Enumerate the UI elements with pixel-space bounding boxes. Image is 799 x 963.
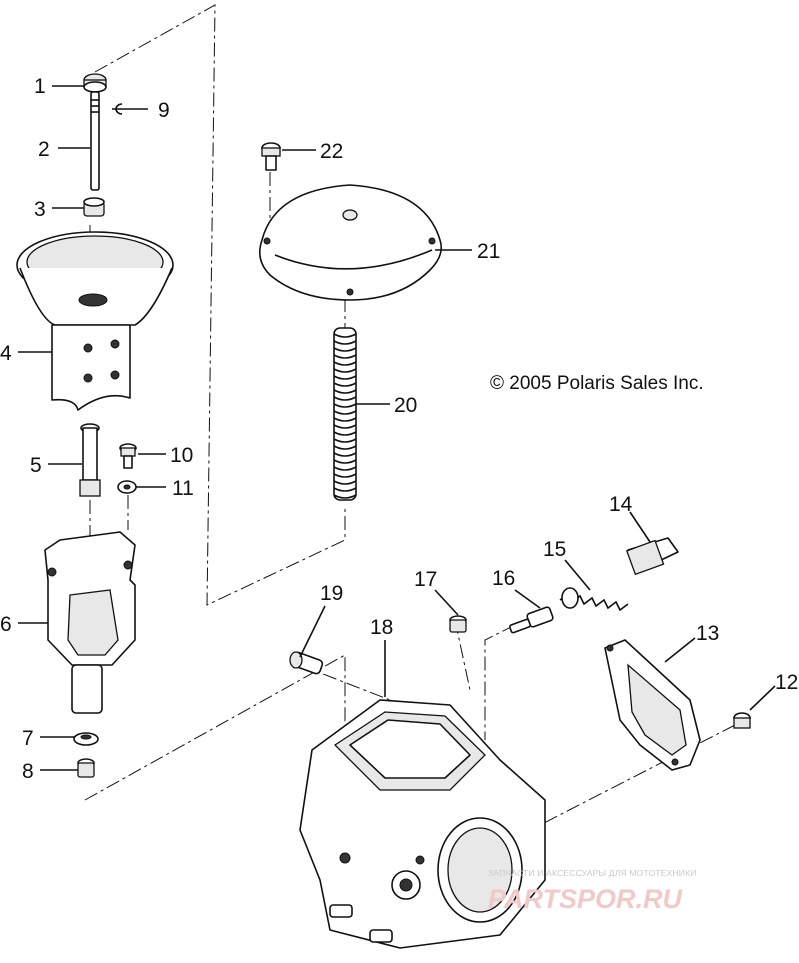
spring-coil [333,375,357,380]
spring-coil [333,354,357,359]
spring-coil [333,361,357,366]
part-7-oring [73,732,99,746]
callout-16: 16 [492,567,515,590]
spring-coil [333,494,357,499]
callout-13: 13 [696,622,719,645]
watermark: ЗАПЧАСТИ И АКСЕССУАРЫ ДЛЯ МОТОТЕХНИКИ PA… [488,868,697,914]
callout-22: 22 [320,140,343,163]
part-20-spring [333,327,357,501]
callout-3: 3 [34,198,46,221]
part-18-carb-body [299,699,546,949]
spring-coil [333,396,357,401]
watermark-tagline: ЗАПЧАСТИ И АКСЕССУАРЫ ДЛЯ МОТОТЕХНИКИ [488,868,697,878]
callout-7: 7 [22,727,34,750]
callout-2: 2 [38,138,50,161]
part-19-pilot-screw [289,651,324,675]
part-15-spring [559,587,629,612]
spring-coil [333,340,357,345]
watermark-brand: PARTSPOR.RU [488,884,684,914]
spring-coil [333,466,357,471]
callout-9: 9 [158,99,170,122]
spring-coil [333,424,357,429]
spring-coil [333,431,357,436]
callout-19: 19 [320,582,343,605]
callout-1: 1 [34,75,46,98]
callout-5: 5 [30,454,42,477]
spring-coil [333,445,357,450]
part-5-holder [79,423,101,497]
callout-11: 11 [172,477,194,500]
spring-coil [333,382,357,387]
callout-labels: 1 2 3 4 5 6 7 8 9 10 11 12 13 14 15 16 1… [0,75,798,783]
callout-12: 12 [775,671,798,694]
part-6-bracket [44,531,136,714]
part-4-diaphragm-slide [16,231,174,411]
copyright-notice: © 2005 Polaris Sales Inc. [490,373,704,394]
spring-coil [333,438,357,443]
spring-coil [333,459,357,464]
spring-coil [333,452,357,457]
callout-21: 21 [477,240,500,263]
callout-6: 6 [0,613,12,636]
spring-coil [333,403,357,408]
spring-coil [333,487,357,492]
callout-20: 20 [394,394,417,417]
part-8-jet [77,758,95,778]
callout-10: 10 [170,444,193,467]
part-1-nut [83,73,107,93]
part-12-screw [733,712,751,729]
spring-coil [333,410,357,415]
part-11-washer [117,480,137,494]
part-17-plug [449,615,467,633]
callout-14: 14 [609,493,633,516]
part-16-plunger [508,606,554,634]
callout-15: 15 [543,538,566,561]
part-10-screw [119,443,137,469]
part-21-cover [259,184,443,301]
spring-coil [333,347,357,352]
spring-coil [333,417,357,422]
part-2-needle [90,91,100,191]
spring-coil [333,473,357,478]
callout-8: 8 [22,760,34,783]
spring-coil [333,480,357,485]
spring-coil [333,368,357,373]
callout-leaders [18,85,776,771]
spring-coil [333,389,357,394]
part-3-spacer [83,197,105,217]
part-22-screw [261,142,281,171]
callout-4: 4 [0,342,12,365]
part-14-cap [625,537,679,576]
callout-17: 17 [414,568,437,591]
callout-18: 18 [370,616,393,639]
part-13-gasket [604,639,701,771]
spring-coil [333,333,357,338]
